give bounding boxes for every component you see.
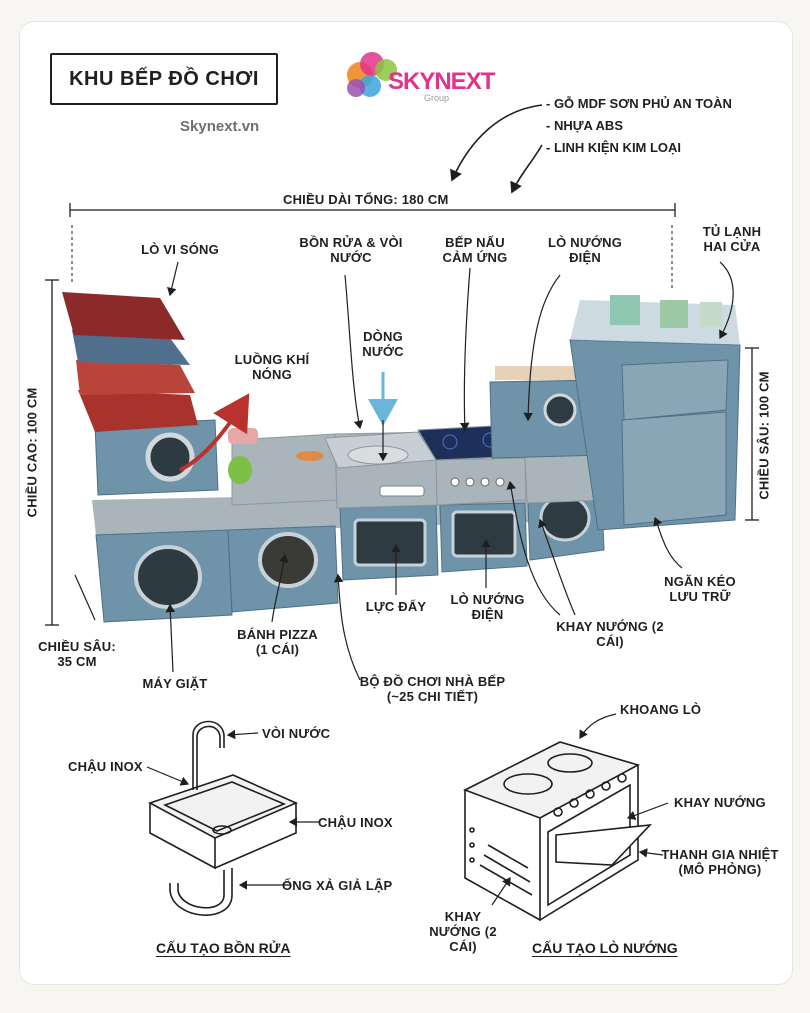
drain-label: ỐNG XẢ GIẢ LẬP — [282, 878, 393, 893]
depth-left-label: CHIỀU SÂU: 35 CM — [38, 639, 116, 669]
length-dimension-label: CHIỀU DÀI TỔNG: 180 CM — [283, 192, 449, 207]
fridge-label: TỦ LẠNH HAI CỬA — [702, 224, 762, 254]
basin-left-label: CHẬU INOX — [68, 759, 143, 774]
oven-tray-label: KHAY NƯỚNG — [674, 795, 766, 810]
toy-set-label: BỘ ĐỒ CHƠI NHÀ BẾP (~25 CHI TIẾT) — [359, 674, 506, 704]
oven-diagram-caption: CẤU TẠO LÒ NƯỚNG — [532, 940, 678, 956]
sink-diagram — [147, 720, 298, 916]
heater-label: THANH GIA NHIỆT (MÔ PHỎNG) — [661, 847, 779, 877]
oven-diagram — [463, 741, 653, 922]
washer-label: MÁY GIẶT — [142, 676, 208, 691]
material-item: - NHỰA ABS — [546, 118, 623, 133]
water-flow-label: DÒNG NƯỚC — [362, 329, 404, 359]
hot-air-label: LUỒNG KHÍ NÓNG — [234, 352, 310, 382]
storage-drawer-label: NGĂN KÉO LƯU TRỮ — [664, 574, 736, 604]
electric-oven-top-label: LÒ NƯỚNG ĐIỆN — [547, 235, 623, 265]
electric-oven-bottom-label: LÒ NƯỚNG ĐIỆN — [450, 592, 525, 622]
website-label: Skynext.vn — [180, 118, 260, 135]
basin-right-label: CHẬU INOX — [318, 815, 393, 830]
microwave-label: LÒ VI SÓNG — [141, 242, 219, 257]
depth-right-label: CHIỀU SÂU: 100 CM — [756, 371, 772, 500]
height-dimension-label: CHIỀU CAO: 100 CM — [24, 387, 40, 518]
material-item: - GỖ MDF SƠN PHỦ AN TOÀN — [546, 96, 732, 111]
page-title: KHU BẾP ĐỒ CHƠI — [50, 53, 278, 105]
brand-name: SKYNEXT — [388, 68, 495, 95]
sink-diagram-caption: CẤU TẠO BỒN RỬA — [156, 940, 291, 956]
faucet-label: VÒI NƯỚC — [262, 726, 331, 741]
oven-tray-count-label: KHAY NƯỚNG (2 CÁI) — [429, 909, 497, 954]
oven-chamber-label: KHOANG LÒ — [620, 702, 702, 717]
push-force-label: LỰC ĐẨY — [365, 599, 427, 614]
pizza-label: BÁNH PIZZA (1 CÁI) — [237, 627, 318, 657]
baking-tray-label: KHAY NƯỚNG (2 CÁI) — [556, 619, 664, 649]
brand-subtitle: Group — [424, 93, 450, 103]
induction-label: BẾP NẤU CẢM ỨNG — [442, 235, 508, 265]
washer-cabinet — [95, 529, 233, 623]
sink-label: BỒN RỬA & VÒI NƯỚC — [299, 235, 403, 265]
material-item: - LINH KIỆN KIM LOẠI — [546, 140, 682, 155]
